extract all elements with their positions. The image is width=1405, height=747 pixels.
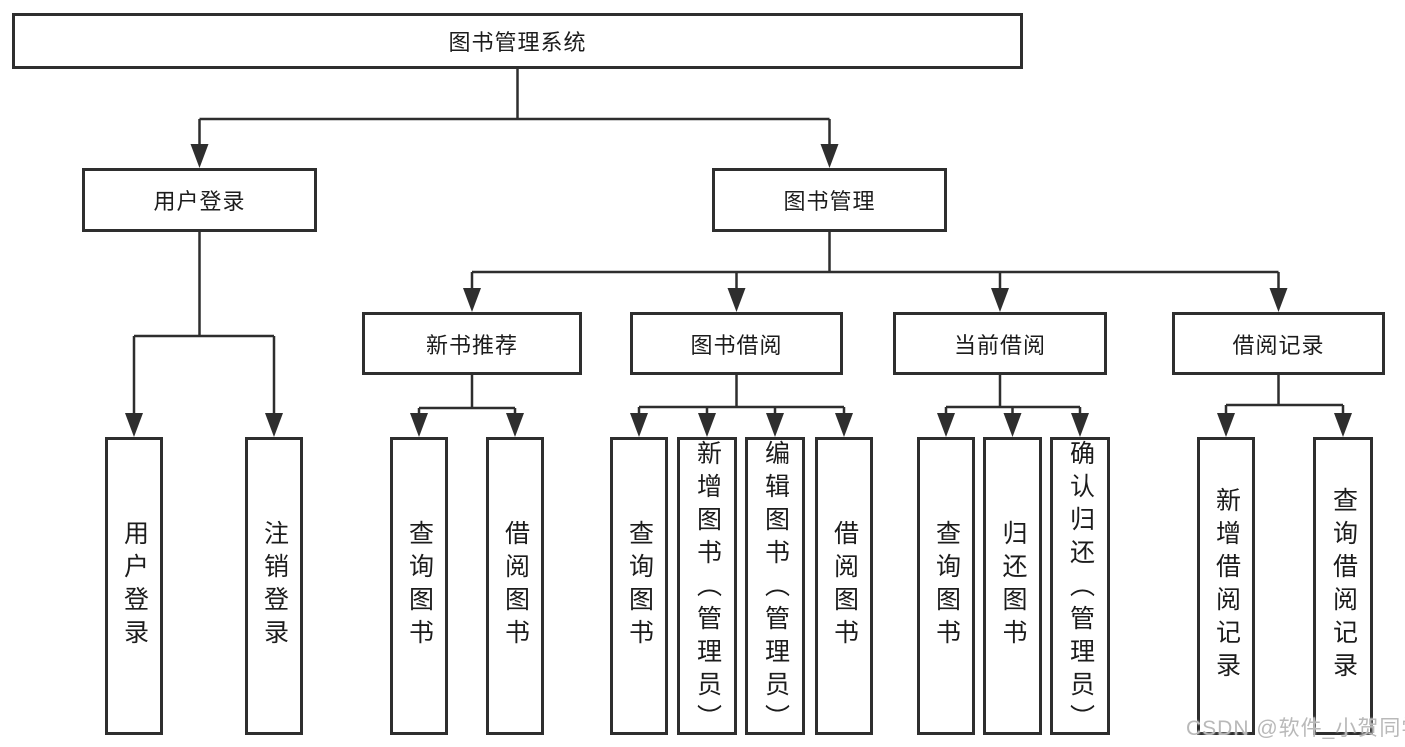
node-book-borrowing: 图书借阅 — [630, 312, 843, 375]
node-label-book-borrowing: 图书借阅 — [690, 332, 783, 358]
node-label-add-books-admin: 新增图书（管理员） — [693, 440, 722, 737]
node-label-edit-books-admin: 编辑图书（管理员） — [761, 440, 790, 737]
node-user-login: 用户登录 — [82, 168, 317, 232]
node-label-query-books-3: 查询图书 — [932, 520, 961, 652]
watermark: CSDN @软件_小贺同学 — [1186, 717, 1405, 740]
node-borrowing-records: 借阅记录 — [1172, 312, 1385, 375]
node-label-root: 图书管理系统 — [448, 30, 587, 55]
node-label-query-borrow-record: 查询借阅记录 — [1329, 487, 1358, 685]
node-borrow-books-2: 借阅图书 — [815, 437, 873, 735]
node-label-query-books-2: 查询图书 — [625, 520, 654, 652]
node-return-books: 归还图书 — [983, 437, 1042, 735]
node-label-current-borrowing: 当前借阅 — [953, 332, 1046, 358]
node-add-books-admin: 新增图书（管理员） — [677, 437, 737, 737]
arrowhead-icon — [698, 413, 716, 437]
arrowhead-icon — [1071, 413, 1089, 437]
node-label-book-management: 图书管理 — [783, 189, 876, 214]
node-logout-leaf: 注销登录 — [245, 437, 303, 735]
arrowhead-icon — [820, 144, 839, 168]
node-book-management: 图书管理 — [712, 168, 947, 232]
node-label-query-books-1: 查询图书 — [405, 520, 434, 652]
arrowhead-icon — [506, 413, 524, 437]
arrowhead-icon — [766, 413, 784, 437]
node-label-borrow-books-1: 借阅图书 — [501, 520, 530, 652]
node-label-user-login-leaf: 用户登录 — [120, 520, 149, 652]
arrowhead-icon — [630, 413, 648, 437]
arrowhead-icon — [835, 413, 853, 437]
node-query-books-1: 查询图书 — [390, 437, 448, 735]
node-add-borrow-record: 新增借阅记录 — [1197, 437, 1255, 735]
node-new-book-recommend: 新书推荐 — [362, 312, 582, 375]
node-query-books-2: 查询图书 — [610, 437, 668, 735]
node-query-books-3: 查询图书 — [917, 437, 975, 735]
node-user-login-leaf: 用户登录 — [105, 437, 163, 735]
node-borrow-books-1: 借阅图书 — [486, 437, 544, 735]
arrowhead-icon — [1334, 413, 1352, 437]
node-current-borrowing: 当前借阅 — [893, 312, 1107, 375]
connector-line — [132, 69, 1345, 419]
node-label-new-book-recommend: 新书推荐 — [425, 332, 518, 358]
node-label-add-borrow-record: 新增借阅记录 — [1212, 487, 1241, 685]
node-label-logout-leaf: 注销登录 — [260, 520, 289, 652]
arrowhead-icon — [410, 413, 428, 437]
node-label-user-login: 用户登录 — [153, 189, 246, 214]
node-edit-books-admin: 编辑图书（管理员） — [745, 437, 805, 737]
arrowhead-icon — [265, 413, 283, 437]
node-confirm-return-admin: 确认归还（管理员） — [1050, 437, 1110, 737]
arrowhead-icon — [1003, 413, 1022, 437]
node-label-borrowing-records: 借阅记录 — [1232, 332, 1325, 358]
node-label-return-books: 归还图书 — [999, 520, 1027, 652]
arrowhead-icon — [1269, 288, 1288, 312]
arrowhead-icon — [463, 288, 481, 312]
node-label-confirm-return-admin: 确认归还（管理员） — [1066, 440, 1095, 737]
arrowhead-icon — [1217, 413, 1235, 437]
arrowhead-icon — [727, 288, 746, 312]
arrowhead-icon — [190, 144, 209, 168]
arrowhead-icon — [991, 288, 1009, 312]
node-query-borrow-record: 查询借阅记录 — [1313, 437, 1373, 735]
node-root: 图书管理系统 — [12, 13, 1023, 69]
arrowhead-icon — [125, 413, 143, 437]
arrowhead-icon — [937, 413, 955, 437]
node-label-borrow-books-2: 借阅图书 — [830, 520, 859, 652]
